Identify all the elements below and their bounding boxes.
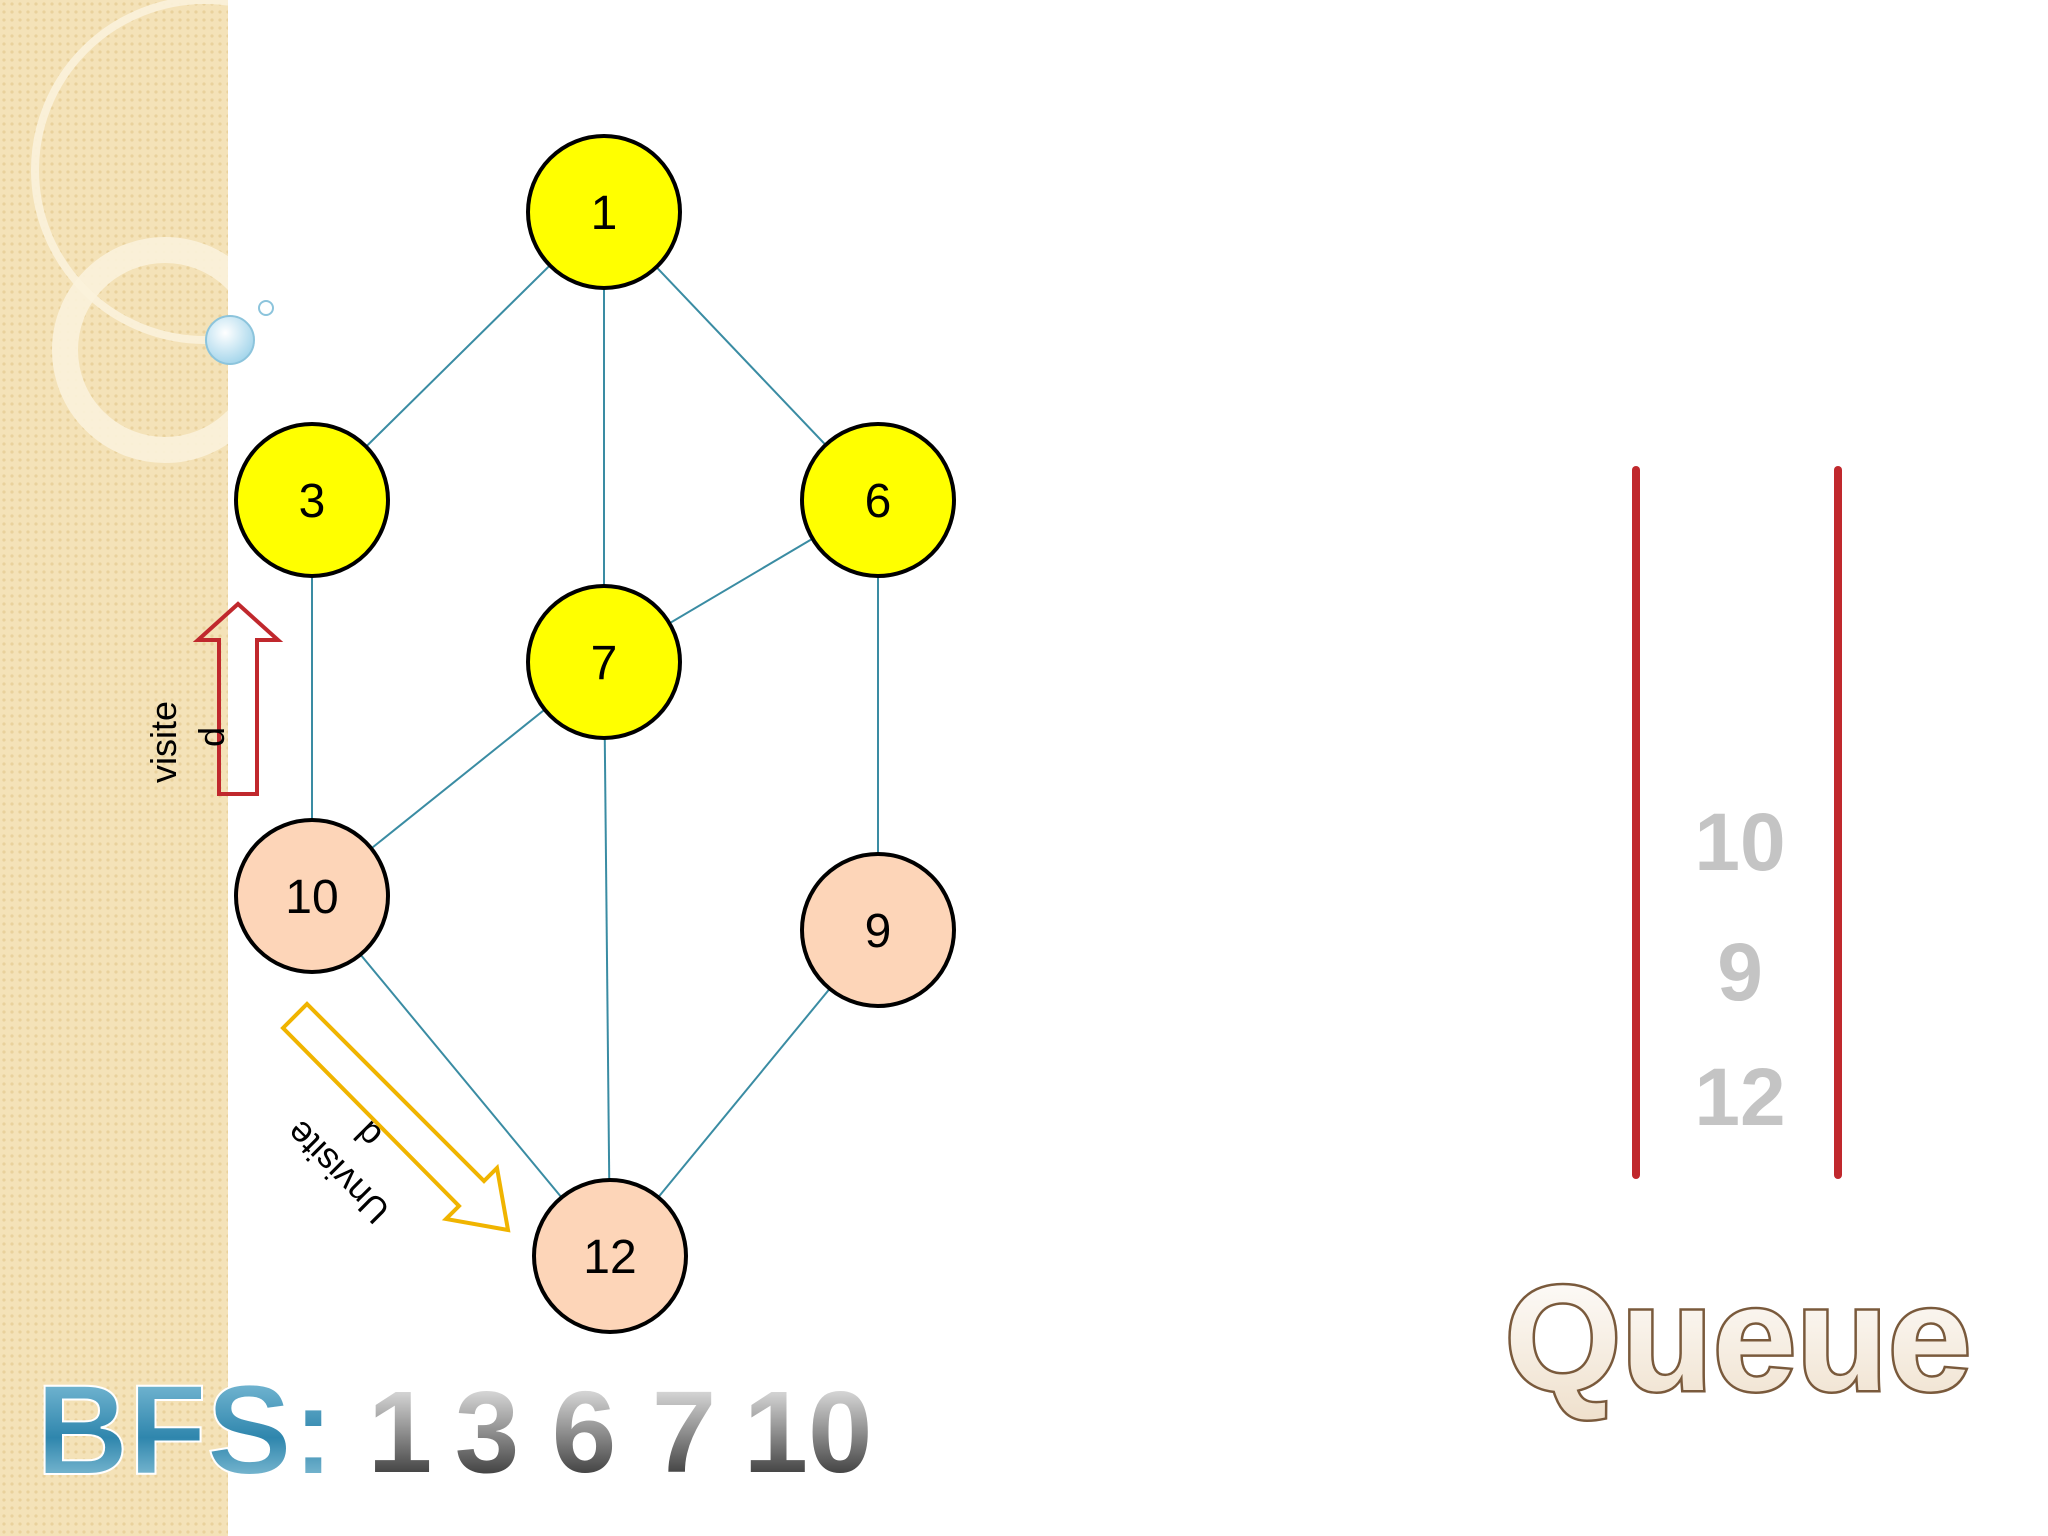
queue-title: Queue	[1505, 1254, 1972, 1422]
unvisited-label-line2: d	[347, 1113, 390, 1156]
node-circle	[526, 134, 682, 290]
visited-label-line2: d	[191, 727, 232, 747]
node-label: 12	[583, 1231, 636, 1284]
graph-nodes: 1 3 6 7 10 9 12	[234, 134, 956, 1334]
visited-arrow-icon	[192, 601, 284, 796]
bfs-sequence-item: 1	[368, 1367, 433, 1497]
node-circle	[532, 1178, 688, 1334]
graph-node-3: 3	[234, 422, 390, 578]
node-circle	[234, 422, 390, 578]
graph-node-7: 7	[526, 584, 682, 740]
queue-items: 10 9 12	[1694, 797, 1785, 1143]
unvisited-legend: Unvisite d	[278, 1001, 511, 1233]
bfs-sequence-item: 10	[743, 1367, 872, 1497]
bfs-title: BFS:	[36, 1359, 335, 1502]
visited-legend: visite d	[143, 601, 284, 796]
graph-node-10: 10	[234, 818, 390, 974]
sidebar-decoration	[0, 0, 274, 1536]
svg-text:visite d: visite d	[143, 691, 232, 783]
node-label: 6	[865, 475, 892, 528]
unvisited-arrow-icon	[280, 1001, 511, 1233]
graph-node-1: 1	[526, 134, 682, 290]
node-circle	[800, 852, 956, 1008]
node-circle	[526, 584, 682, 740]
queue-item: 12	[1694, 1052, 1785, 1143]
node-label: 10	[285, 871, 338, 924]
queue-item: 10	[1694, 797, 1785, 888]
bfs-sequence-item: 6	[552, 1367, 617, 1497]
bfs-sequence-item: 3	[455, 1367, 520, 1497]
graph-node-9: 9	[800, 852, 956, 1008]
bubble-decoration-small	[258, 300, 274, 316]
node-label: 9	[865, 905, 892, 958]
graph-node-6: 6	[800, 422, 956, 578]
node-circle	[234, 818, 390, 974]
edge-7-12	[603, 661, 611, 1257]
node-label: 1	[591, 187, 618, 240]
visited-label-line1: visite	[143, 701, 184, 783]
queue-item: 9	[1717, 927, 1763, 1018]
node-label: 3	[299, 475, 326, 528]
bubble-decoration	[205, 315, 255, 365]
queue-panel: 10 9 12 Queue	[1502, 466, 1974, 1425]
node-circle	[800, 422, 956, 578]
bfs-sequence-item: 7	[652, 1367, 717, 1497]
graph-node-12: 12	[532, 1178, 688, 1334]
node-label: 7	[591, 637, 618, 690]
